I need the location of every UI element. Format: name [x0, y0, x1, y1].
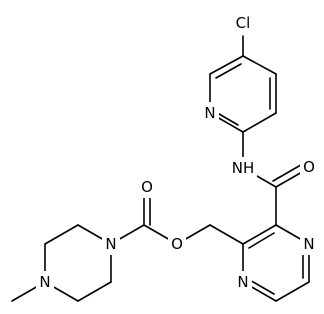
atom-n-pyrazine-a-label: N [303, 235, 314, 253]
atom-n-pyrazine-b: N [234, 271, 252, 293]
bond-pz-c5-n4-inner [247, 278, 275, 295]
atom-labels: Cl N NH O O O N N [36, 12, 318, 293]
bonds [11, 35, 310, 302]
atom-nh: NH [229, 157, 257, 179]
atom-nh-label: NH [232, 159, 255, 177]
bond-pz-c3-c2 [242, 224, 277, 245]
atom-o-ester-label: O [171, 235, 183, 253]
atom-cl: Cl [230, 12, 256, 34]
bond-pz-c3-c2-inner [248, 232, 275, 249]
bond-pz-c6-c5 [275, 281, 310, 302]
atom-n-pyridine: N [201, 102, 219, 124]
bond-pz-ch2 [209, 224, 244, 245]
atom-o-carbonyl: O [138, 176, 156, 198]
atom-n-piperazine-1: N [102, 233, 120, 255]
atom-cl-label: Cl [236, 14, 251, 32]
bond-pip-c5-c6 [77, 281, 112, 302]
atom-o-ester: O [168, 233, 186, 255]
bond-pyr-c6-c5-inner [215, 63, 242, 79]
atom-n-pyrazine-b-label: N [237, 273, 248, 291]
atom-n-pyridine-label: N [204, 104, 215, 122]
atom-o-carbonyl-label: O [141, 178, 153, 196]
bond-pip-c2-c3 [44, 224, 79, 245]
bond-pyr-c6-c5 [209, 55, 244, 75]
bond-pyr-c3-c2 [242, 112, 277, 133]
bond-pyr-c5-c4 [242, 55, 277, 75]
atom-n-piperazine-4-label: N [39, 273, 50, 291]
atom-n-pyrazine-a: N [300, 233, 318, 255]
atom-n-piperazine-4: N [36, 271, 54, 293]
atom-o-amide-label: O [303, 158, 315, 176]
atom-n-piperazine-1-label: N [105, 235, 116, 253]
atom-o-amide: O [300, 156, 318, 178]
